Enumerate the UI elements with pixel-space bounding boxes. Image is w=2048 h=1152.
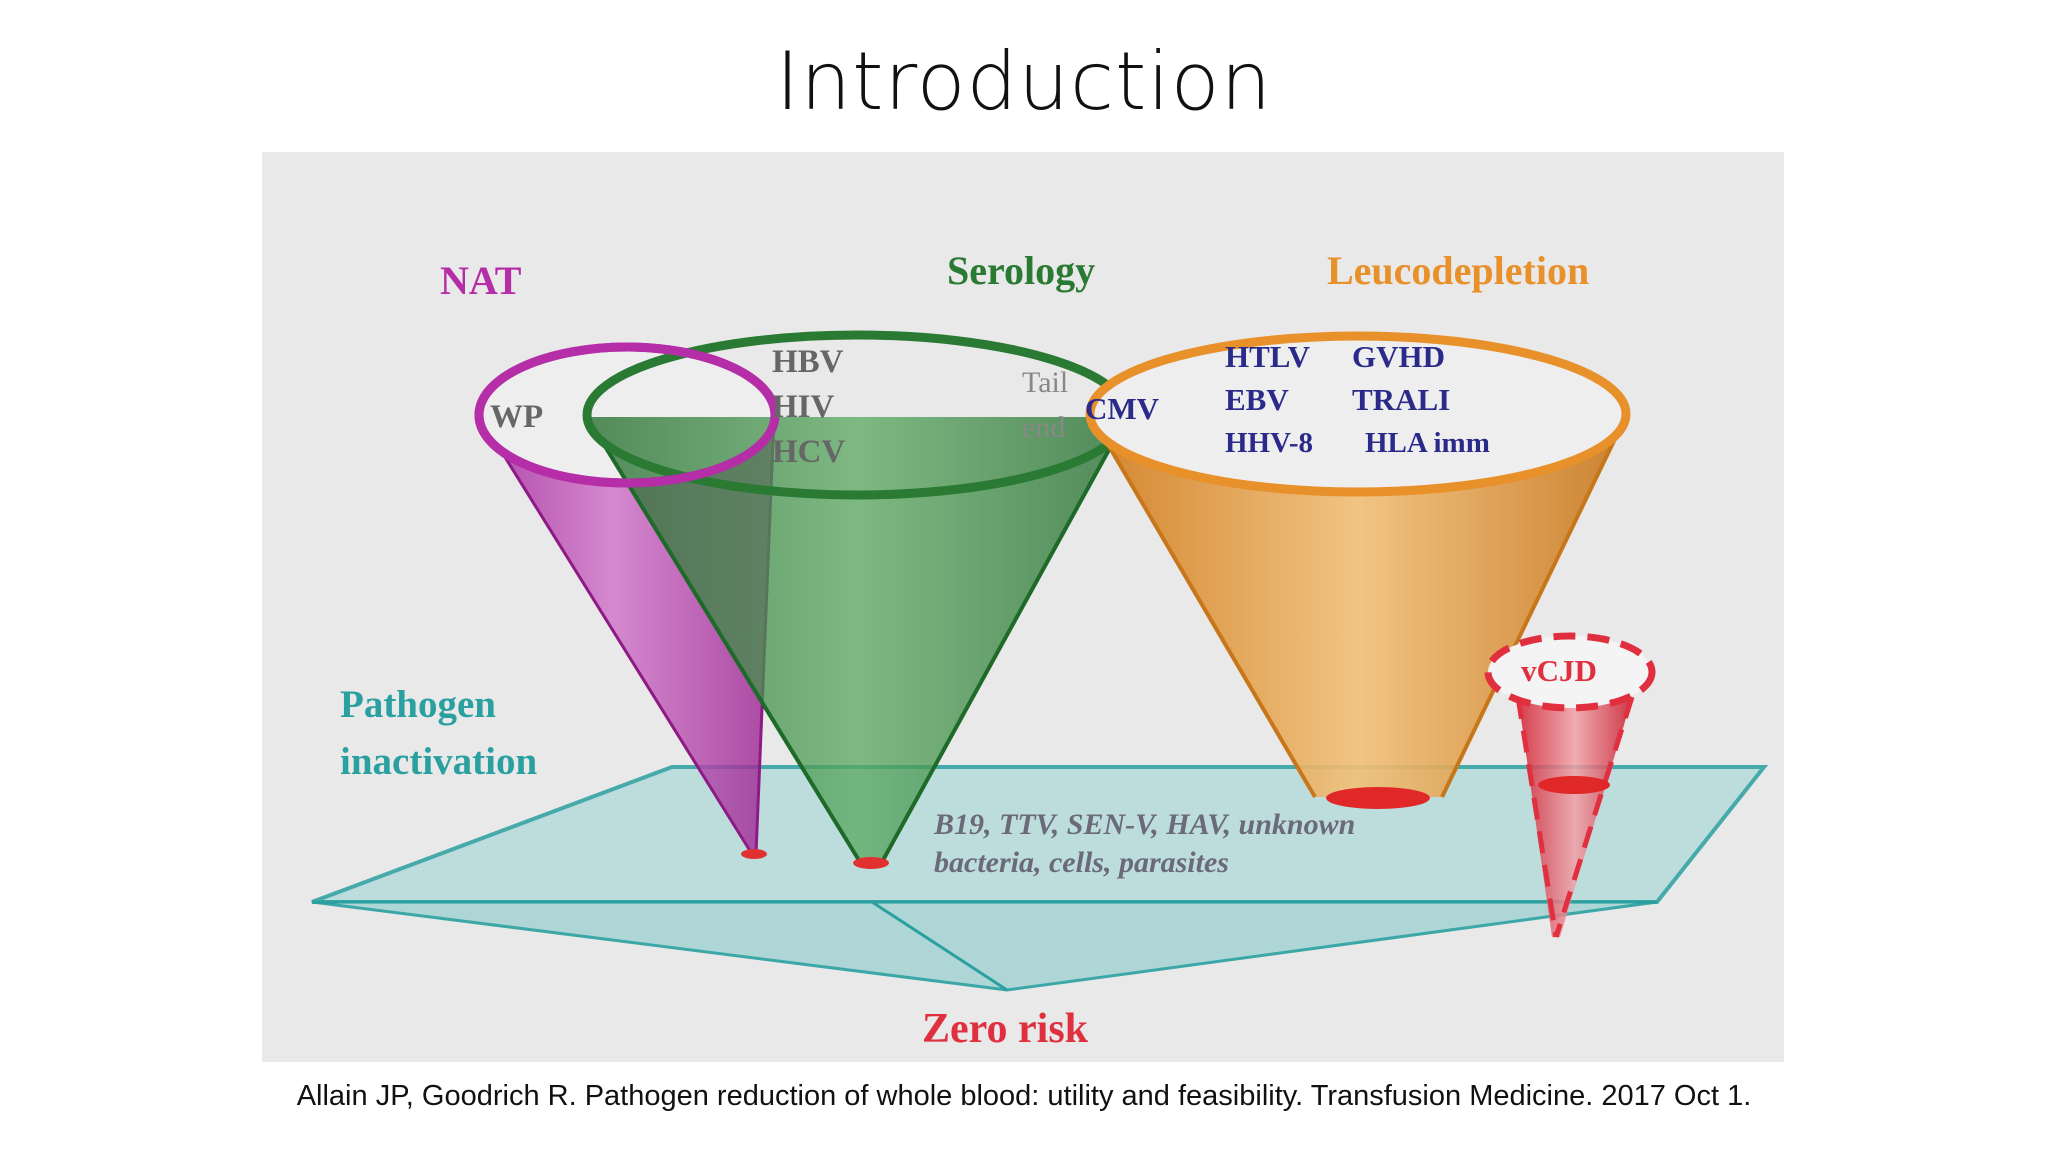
nat-label: NAT xyxy=(440,258,522,303)
nat-rim xyxy=(474,342,780,488)
hcv-label: HCV xyxy=(772,434,846,470)
end-label: end xyxy=(1022,411,1065,444)
residual-risk-line2: bacteria, cells, parasites xyxy=(934,846,1229,879)
residual-risk-line1: B19, TTV, SEN-V, HAV, unknown xyxy=(933,808,1355,841)
tail-label: Tail xyxy=(1022,366,1068,399)
citation: Allain JP, Goodrich R. Pathogen reductio… xyxy=(296,1080,1752,1112)
gvhd-label: GVHD xyxy=(1352,339,1445,374)
hhv8-label: HHV-8 xyxy=(1225,427,1313,459)
htlv-label: HTLV xyxy=(1225,339,1311,374)
risk-cones-figure: NAT Serology Leucodepletion Pathogen ina… xyxy=(262,152,1784,1062)
vcjd-label: vCJD xyxy=(1521,653,1597,688)
trali-label: TRALI xyxy=(1352,382,1450,417)
wp-label: WP xyxy=(490,399,543,435)
serology-label: Serology xyxy=(947,248,1095,293)
hiv-label: HIV xyxy=(772,389,835,425)
leucodepletion-cone xyxy=(1085,331,1631,809)
pathogen-inactivation-label-line1: Pathogen xyxy=(340,683,496,726)
leucodepletion-label: Leucodepletion xyxy=(1327,248,1589,293)
vcjd-cone xyxy=(1484,632,1656,938)
hbv-label: HBV xyxy=(772,344,844,380)
slide-title: Introduction xyxy=(775,35,1273,128)
ebv-label: EBV xyxy=(1225,382,1289,417)
zero-risk-label: Zero risk xyxy=(922,1006,1089,1052)
pathogen-inactivation-label-line2: inactivation xyxy=(340,740,537,783)
hla-label: HLA imm xyxy=(1365,427,1490,459)
cmv-label: CMV xyxy=(1085,391,1160,426)
